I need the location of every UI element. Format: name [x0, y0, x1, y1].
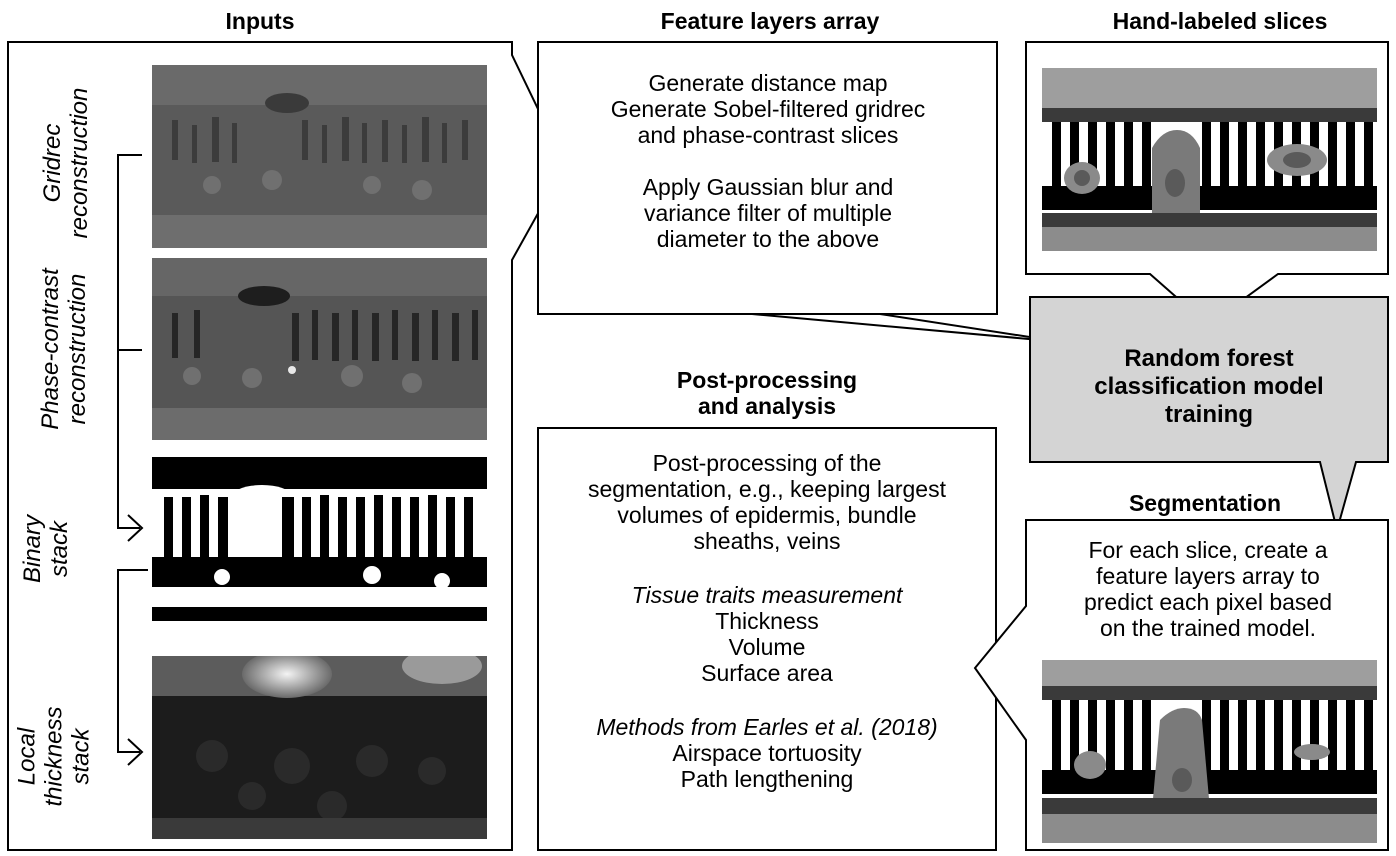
post-processing-box	[537, 427, 997, 851]
random-forest-box	[1029, 296, 1389, 534]
feature-layers-heading: Feature layers array	[660, 8, 880, 34]
segmentation-text: For each slice, create a feature layers …	[1083, 537, 1333, 641]
post-processing-heading: Post-processing and analysis	[676, 367, 858, 419]
feature-layers-box	[537, 41, 1063, 343]
segmentation-image	[1042, 660, 1377, 843]
hand-labeled-image	[1042, 68, 1377, 251]
binary-stack-image	[152, 457, 487, 640]
methods-title: Methods from Earles et al. (2018)	[596, 714, 938, 740]
traits-title: Tissue traits measurement	[631, 582, 903, 608]
gridrec-image	[152, 65, 487, 248]
feature-layers-text: Generate distance map Generate Sobel-fil…	[610, 70, 926, 252]
post-processing-text: Post-processing of the segmentation, e.g…	[540, 450, 994, 792]
inputs-heading: Inputs	[225, 8, 295, 34]
local-thickness-image	[152, 656, 487, 839]
bracket-arrows	[117, 154, 148, 766]
random-forest-text: Random forest classification model train…	[1094, 345, 1324, 428]
segmentation-heading: Segmentation	[1128, 490, 1282, 516]
hand-labeled-heading: Hand-labeled slices	[1112, 8, 1328, 34]
phase-contrast-image	[152, 258, 487, 440]
